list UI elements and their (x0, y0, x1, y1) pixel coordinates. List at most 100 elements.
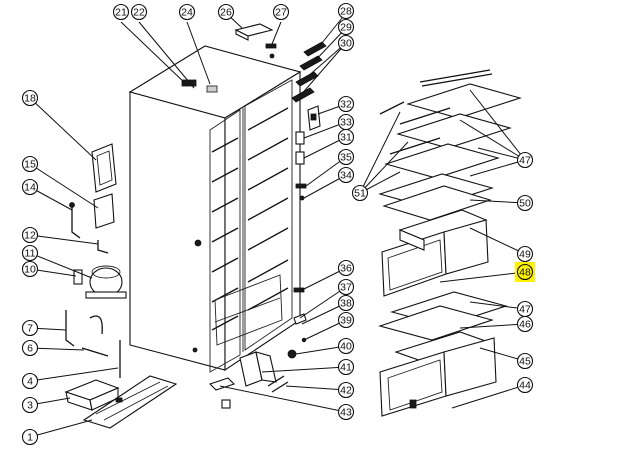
callout-15: 15 (21, 155, 39, 173)
callout-circle (21, 155, 39, 173)
callout-circle (178, 3, 196, 21)
callout-circle (337, 278, 355, 296)
callout-47: 47 (516, 300, 534, 318)
callout-number: 4 (27, 376, 33, 388)
callout-38: 38 (337, 294, 355, 312)
callout-4: 4 (21, 372, 39, 390)
callout-circle (516, 263, 534, 281)
callout-32: 32 (337, 95, 355, 113)
callout-11: 11 (21, 244, 39, 262)
callout-35: 35 (337, 148, 355, 166)
callout-46: 46 (516, 315, 534, 333)
callout-number: 7 (27, 323, 33, 335)
callout-circle (516, 194, 534, 212)
callout-circle (21, 396, 39, 414)
callout-circle (337, 18, 355, 36)
callout-45: 45 (516, 352, 534, 370)
upper-crisper-drawer (381, 209, 489, 297)
callout-number: 39 (340, 315, 352, 327)
callout-circle (337, 337, 355, 355)
callout-circle (21, 319, 39, 337)
callout-14: 14 (21, 178, 39, 196)
callout-number: 41 (340, 362, 352, 374)
callout-circle (21, 339, 39, 357)
callout-circle (351, 184, 369, 202)
callout-circle (516, 151, 534, 169)
callout-number: 24 (181, 7, 193, 19)
callout-number: 29 (340, 22, 352, 34)
callout-28: 28 (337, 2, 355, 20)
callout-circle (516, 245, 534, 263)
callout-number: 27 (275, 7, 287, 19)
callout-circle (337, 95, 355, 113)
callout-number: 35 (340, 152, 352, 164)
callout-41: 41 (337, 358, 355, 376)
callout-27: 27 (272, 3, 290, 21)
callout-40: 40 (337, 337, 355, 355)
callout-circle (272, 3, 290, 21)
shelves-and-drawers (378, 69, 522, 417)
callout-circle (21, 260, 39, 278)
callout-10: 10 (21, 260, 39, 278)
callout-circle (337, 148, 355, 166)
callout-7: 7 (21, 319, 39, 337)
callout-circle (21, 372, 39, 390)
callout-number: 12 (24, 230, 36, 242)
callout-12: 12 (21, 226, 39, 244)
callout-circle (21, 244, 39, 262)
callout-24: 24 (178, 3, 196, 21)
hinge-parts (208, 23, 327, 409)
callout-number: 15 (24, 159, 36, 171)
callout-number: 10 (24, 264, 36, 276)
callout-number: 44 (519, 380, 531, 392)
callout-21: 21 (112, 3, 130, 21)
callout-circle (516, 300, 534, 318)
callout-circle (337, 311, 355, 329)
callout-circle (337, 294, 355, 312)
callout-number: 3 (27, 400, 33, 412)
callout-number: 47 (519, 155, 531, 167)
callout-number: 34 (340, 170, 352, 182)
callout-6: 6 (21, 339, 39, 357)
callout-3: 3 (21, 396, 39, 414)
callout-26: 26 (217, 3, 235, 21)
callout-circle (516, 376, 534, 394)
callout-number: 31 (340, 132, 352, 144)
callout-34: 34 (337, 166, 355, 184)
callout-circle (21, 89, 39, 107)
callout-37: 37 (337, 278, 355, 296)
callout-circle (337, 2, 355, 20)
callout-circle (337, 381, 355, 399)
callout-number: 42 (340, 385, 352, 397)
callout-number: 6 (27, 343, 33, 355)
callout-33: 33 (337, 113, 355, 131)
callout-circle (217, 3, 235, 21)
callout-43: 43 (337, 403, 355, 421)
callout-number: 37 (340, 282, 352, 294)
callout-number: 40 (340, 341, 352, 353)
callout-number: 18 (24, 93, 36, 105)
callout-number: 45 (519, 356, 531, 368)
callout-36: 36 (337, 259, 355, 277)
callout-number: 51 (354, 188, 366, 200)
callout-circle (21, 428, 39, 446)
callout-number: 32 (340, 99, 352, 111)
callout-1: 1 (21, 428, 39, 446)
lower-crisper-drawer (379, 331, 497, 417)
refrigerator-cabinet (128, 45, 302, 373)
callout-circle (112, 3, 130, 21)
callout-number: 14 (24, 182, 36, 194)
callout-number: 33 (340, 117, 352, 129)
callout-number: 43 (340, 407, 352, 419)
left-components (64, 143, 178, 429)
callout-44: 44 (516, 376, 534, 394)
callout-29: 29 (337, 18, 355, 36)
callout-number: 21 (115, 7, 127, 19)
callout-number: 49 (519, 249, 531, 261)
callout-number: 11 (25, 248, 36, 260)
callout-number: 28 (340, 6, 352, 18)
callout-circle (337, 113, 355, 131)
callout-circle (337, 34, 355, 52)
callout-49: 49 (516, 245, 534, 263)
